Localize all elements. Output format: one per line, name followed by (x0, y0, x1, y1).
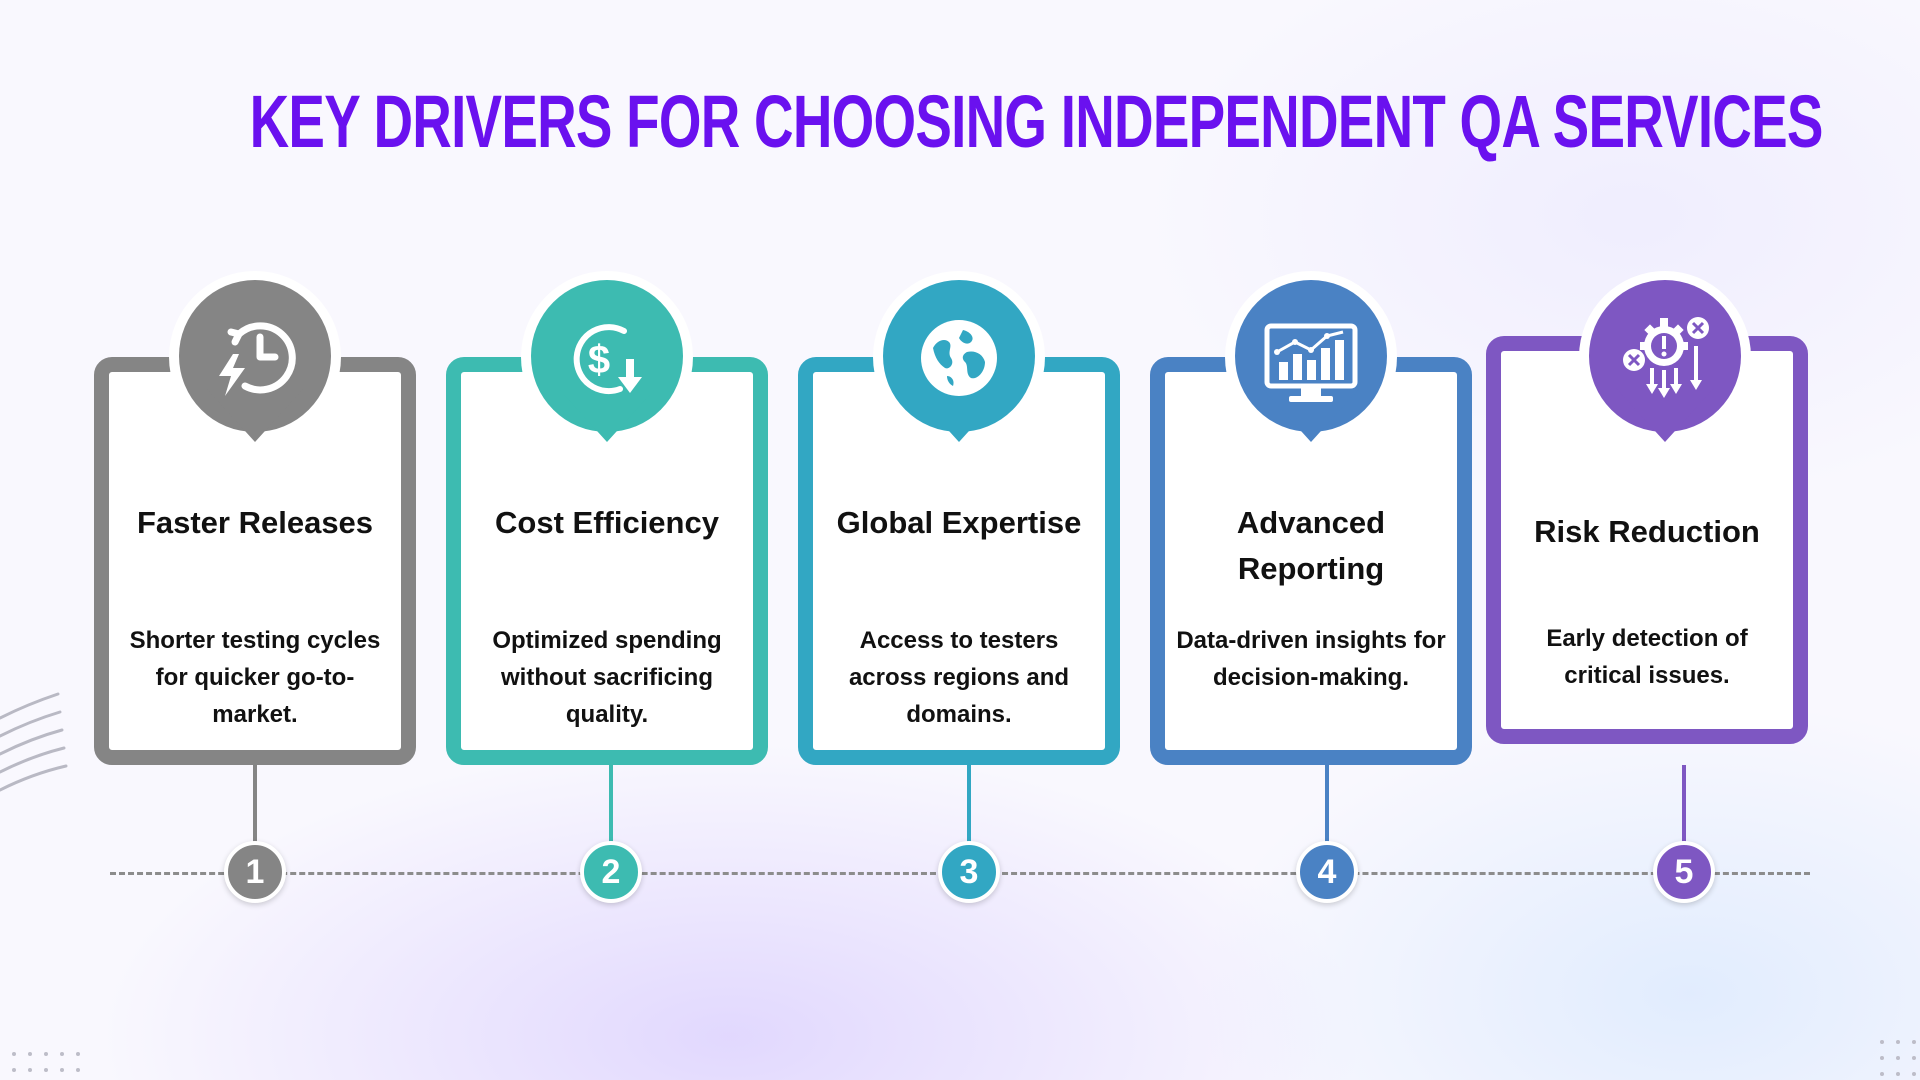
decorative-dots-right (1880, 1040, 1916, 1076)
risk-gear-icon (1623, 317, 1709, 398)
decorative-lines (0, 692, 68, 792)
card-description: Data-driven insights for decision-making… (1176, 627, 1446, 691)
connector-stem (967, 765, 971, 845)
card-title: Advanced Reporting (1236, 505, 1386, 586)
card-title: Global Expertise (836, 505, 1082, 540)
step-number-badge: 2 (580, 841, 642, 903)
connector-stem (1682, 765, 1686, 845)
pin-marker (169, 271, 341, 462)
analytics-monitor-icon (1264, 323, 1358, 402)
step-number-badge: 4 (1296, 841, 1358, 903)
step-number-badge: 5 (1653, 841, 1715, 903)
page-title: KEY DRIVERS FOR CHOOSING INDEPENDENT QA … (249, 80, 1824, 163)
decorative-dots-left (12, 1052, 80, 1072)
connector-stem (609, 765, 613, 845)
card-global-expertise: Global Expertise Access to testers acros… (798, 357, 1120, 765)
card-title: Faster Releases (136, 505, 374, 540)
pin-marker (1225, 271, 1397, 462)
card-title: Cost Efficiency (495, 505, 719, 540)
connector-stem (253, 765, 257, 845)
card-description: Early detection of critical issues. (1546, 625, 1748, 689)
card-title: Risk Reduction (1534, 514, 1760, 549)
card-description: Optimized spending without sacrificing q… (492, 627, 722, 728)
connector-stem (1325, 765, 1329, 845)
card-description: Access to testers across regions and dom… (848, 627, 1070, 728)
step-number-badge: 3 (938, 841, 1000, 903)
clock-lightning-icon (219, 322, 296, 396)
svg-text:$: $ (588, 338, 610, 382)
globe-icon (921, 320, 997, 396)
step-number-badge: 1 (224, 841, 286, 903)
pin-marker (521, 271, 693, 462)
card-description: Shorter testing cycles for quicker go-to… (129, 627, 381, 728)
card-faster-releases: Faster Releases Shorter testing cycles f… (94, 357, 416, 765)
dollar-down-icon: $ (573, 324, 642, 395)
